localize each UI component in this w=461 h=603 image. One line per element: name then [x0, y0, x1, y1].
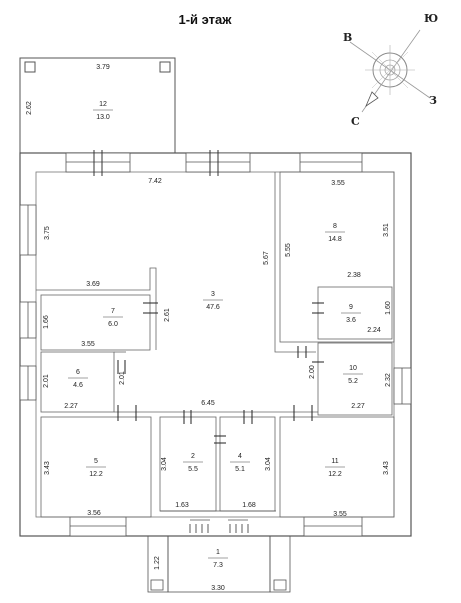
room-number: 1 [216, 549, 220, 556]
room-label-3: 3 47.6 [203, 291, 223, 311]
room-area: 14.8 [328, 236, 342, 243]
dimension-label: 3.43 [44, 461, 51, 475]
interior-walls [36, 171, 395, 518]
dimension-label: 2.32 [385, 373, 392, 387]
room-area: 12.2 [89, 471, 103, 478]
room-area: 47.6 [206, 304, 220, 311]
room-label-1: 1 7.3 [208, 549, 228, 569]
room-area: 6.0 [108, 321, 118, 328]
dimension-label: 1.60 [385, 301, 392, 315]
dimension-label: 1.63 [175, 502, 189, 509]
dimension-label: 2.62 [26, 101, 33, 115]
room-label-12: 12 13.0 [93, 101, 113, 121]
house-outer-walls [19, 152, 412, 537]
compass-label-north: В [343, 31, 352, 44]
room-area: 5.5 [188, 466, 198, 473]
dimension-label: 2.01 [119, 371, 126, 385]
dimension-label: 2.27 [64, 403, 78, 410]
dimension-label: 3.51 [383, 223, 390, 237]
plan-title: 1-й этаж [179, 12, 233, 27]
window-top-center [185, 150, 251, 176]
room-number: 5 [94, 458, 98, 465]
dimension-label: 5.67 [263, 251, 270, 265]
window-top-right [299, 152, 363, 173]
room-number: 12 [99, 101, 107, 108]
dimension-label: 3.04 [161, 457, 168, 471]
dimension-label: 1.22 [154, 556, 161, 570]
room-label-4: 4 5.1 [230, 453, 250, 473]
dimension-label: 5.55 [285, 243, 292, 257]
room-label-6: 6 4.6 [68, 369, 88, 389]
room-area: 12.2 [328, 471, 342, 478]
window-bottom-left [69, 516, 127, 537]
compass-label-east: Ю [424, 12, 438, 25]
room-number: 11 [331, 458, 338, 465]
room-number: 2 [191, 453, 195, 460]
dimension-label: 6.45 [201, 400, 215, 407]
entrance-steps [189, 524, 249, 533]
dimension-label: 3.04 [265, 457, 272, 471]
compass-label-west: С [351, 115, 360, 128]
entrance-porch [147, 510, 291, 593]
window-bottom-right [303, 516, 363, 537]
dimension-label: 3.55 [333, 511, 347, 518]
dimension-label: 2.01 [43, 374, 50, 388]
room-number: 10 [349, 365, 357, 372]
room-number: 9 [349, 304, 353, 311]
dimension-label: 3.55 [331, 180, 345, 187]
dimension-label: 3.69 [86, 281, 100, 288]
room-area: 3.6 [346, 317, 356, 324]
dimension-label: 2.38 [347, 272, 361, 279]
room-number: 7 [111, 308, 115, 315]
room-area: 4.6 [73, 382, 83, 389]
room-area: 5.1 [235, 466, 245, 473]
room-area: 7.3 [213, 562, 223, 569]
dimension-label: 1.66 [43, 315, 50, 329]
dimension-label: 7.42 [148, 178, 162, 185]
dimension-labels: 3.79 7.42 3.69 3.55 2.27 6.45 3.55 2.38 … [26, 64, 392, 592]
compass-label-south: З [429, 94, 437, 107]
dimension-label: 3.43 [383, 461, 390, 475]
terrace-outline [19, 57, 176, 154]
window-left-upper [19, 204, 37, 256]
dimension-label: 3.79 [96, 64, 110, 71]
window-top-left [65, 150, 131, 176]
compass-rose [349, 29, 431, 113]
dimension-label: 3.55 [81, 341, 95, 348]
dimension-label: 3.30 [211, 585, 225, 592]
room-area: 13.0 [96, 114, 110, 121]
room-label-7: 7 6.0 [103, 308, 123, 328]
window-left-mid [19, 301, 37, 339]
room-label-9: 9 3.6 [341, 304, 361, 324]
dimension-label: 2.27 [351, 403, 365, 410]
room-number: 3 [211, 291, 215, 298]
dimension-label: 3.56 [87, 510, 101, 517]
dimension-label: 2.24 [367, 327, 381, 334]
room-number: 8 [333, 223, 337, 230]
dimension-label: 2.61 [164, 308, 171, 322]
room-label-5: 5 12.2 [86, 458, 106, 478]
room-label-11: 11 12.2 [325, 458, 345, 478]
door-marks [117, 302, 324, 444]
window-right [393, 367, 412, 405]
room-label-10: 10 5.2 [343, 365, 363, 385]
room-label-8: 8 14.8 [325, 223, 345, 243]
dimension-label: 1.68 [242, 502, 256, 509]
dimension-label: 2.00 [309, 365, 316, 379]
room-number: 4 [238, 453, 242, 460]
room-number: 6 [76, 369, 80, 376]
dimension-label: 3.75 [44, 226, 51, 240]
room-label-2: 2 5.5 [183, 453, 203, 473]
room-area: 5.2 [348, 378, 358, 385]
window-left-lower [19, 365, 37, 401]
